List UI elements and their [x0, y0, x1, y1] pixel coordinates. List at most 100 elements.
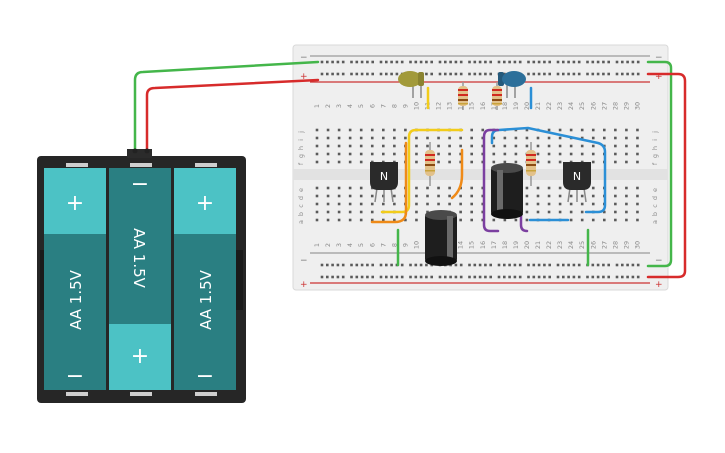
- breadboard-hole[interactable]: [320, 263, 324, 267]
- breadboard-hole[interactable]: [437, 152, 440, 156]
- breadboard-hole[interactable]: [614, 160, 617, 164]
- breadboard-hole[interactable]: [591, 186, 595, 190]
- breadboard-hole[interactable]: [385, 72, 388, 76]
- breadboard-hole[interactable]: [337, 218, 341, 222]
- breadboard-hole[interactable]: [326, 144, 330, 148]
- breadboard-hole[interactable]: [409, 275, 412, 279]
- breadboard-hole[interactable]: [426, 144, 429, 148]
- breadboard-hole[interactable]: [348, 186, 352, 190]
- breadboard-hole[interactable]: [567, 275, 570, 279]
- breadboard-hole[interactable]: [580, 144, 584, 148]
- breadboard-hole[interactable]: [536, 136, 540, 140]
- breadboard-hole[interactable]: [621, 72, 624, 76]
- breadboard-hole[interactable]: [580, 152, 584, 156]
- breadboard-hole[interactable]: [621, 60, 624, 64]
- breadboard-hole[interactable]: [572, 60, 576, 64]
- breadboard-hole[interactable]: [577, 263, 581, 267]
- breadboard-hole[interactable]: [359, 194, 363, 198]
- breadboard-hole[interactable]: [454, 72, 458, 76]
- wire-orange-left[interactable]: [370, 141, 408, 224]
- breadboard-hole[interactable]: [360, 72, 364, 76]
- breadboard-hole[interactable]: [459, 263, 463, 267]
- breadboard-hole[interactable]: [621, 263, 624, 267]
- breadboard-hole[interactable]: [607, 72, 610, 76]
- breadboard-hole[interactable]: [414, 60, 418, 64]
- breadboard-hole[interactable]: [572, 72, 576, 76]
- breadboard-hole[interactable]: [400, 275, 404, 279]
- breadboard-hole[interactable]: [425, 263, 428, 267]
- breadboard-hole[interactable]: [459, 202, 462, 206]
- breadboard-hole[interactable]: [525, 194, 529, 198]
- breadboard-hole[interactable]: [360, 275, 364, 279]
- breadboard-hole[interactable]: [438, 72, 442, 76]
- breadboard-hole[interactable]: [527, 263, 530, 267]
- breadboard-hole[interactable]: [320, 275, 324, 279]
- breadboard-hole[interactable]: [473, 72, 477, 76]
- breadboard-hole[interactable]: [385, 263, 388, 267]
- breadboard-hole[interactable]: [631, 60, 635, 64]
- breadboard-hole[interactable]: [341, 60, 345, 64]
- breadboard-hole[interactable]: [514, 144, 518, 148]
- breadboard-hole[interactable]: [393, 128, 396, 132]
- breadboard-hole[interactable]: [518, 275, 522, 279]
- breadboard-hole[interactable]: [614, 218, 617, 222]
- breadboard-hole[interactable]: [580, 202, 584, 206]
- breadboard-hole[interactable]: [393, 218, 396, 222]
- breadboard-hole[interactable]: [614, 210, 617, 214]
- breadboard-hole[interactable]: [454, 263, 458, 267]
- breadboard-hole[interactable]: [315, 218, 319, 222]
- breadboard-hole[interactable]: [497, 263, 501, 267]
- breadboard-hole[interactable]: [513, 275, 517, 279]
- breadboard-hole[interactable]: [508, 275, 511, 279]
- capacitor-1[interactable]: [425, 210, 457, 266]
- breadboard-hole[interactable]: [636, 202, 639, 206]
- breadboard-hole[interactable]: [371, 275, 374, 279]
- breadboard-hole[interactable]: [543, 60, 546, 64]
- breadboard-hole[interactable]: [415, 202, 418, 206]
- breadboard-hole[interactable]: [320, 60, 324, 64]
- breadboard-hole[interactable]: [580, 194, 584, 198]
- breadboard-hole[interactable]: [596, 60, 600, 64]
- breadboard-hole[interactable]: [404, 136, 407, 140]
- breadboard-hole[interactable]: [572, 275, 576, 279]
- wire-right-red-rail[interactable]: [646, 72, 687, 279]
- breadboard-hole[interactable]: [602, 60, 605, 64]
- breadboard-hole[interactable]: [415, 144, 418, 148]
- breadboard-hole[interactable]: [518, 60, 522, 64]
- breadboard-hole[interactable]: [341, 263, 345, 267]
- resistor-3[interactable]: [425, 142, 435, 186]
- breadboard-hole[interactable]: [448, 202, 451, 206]
- breadboard-hole[interactable]: [470, 210, 473, 214]
- breadboard-hole[interactable]: [326, 136, 330, 140]
- breadboard-hole[interactable]: [492, 160, 496, 164]
- breadboard-hole[interactable]: [437, 186, 440, 190]
- breadboard-hole[interactable]: [525, 186, 529, 190]
- breadboard-hole[interactable]: [591, 144, 595, 148]
- breadboard-hole[interactable]: [454, 275, 458, 279]
- breadboard-hole[interactable]: [567, 60, 570, 64]
- breadboard-hole[interactable]: [370, 202, 374, 206]
- breadboard-hole[interactable]: [454, 60, 458, 64]
- breadboard-hole[interactable]: [425, 60, 428, 64]
- breadboard-hole[interactable]: [569, 202, 573, 206]
- breadboard-hole[interactable]: [355, 275, 359, 279]
- breadboard-hole[interactable]: [492, 152, 496, 156]
- breadboard-hole[interactable]: [615, 60, 619, 64]
- breadboard-hole[interactable]: [503, 218, 507, 222]
- breadboard-hole[interactable]: [370, 218, 374, 222]
- breadboard-hole[interactable]: [470, 202, 473, 206]
- breadboard-hole[interactable]: [580, 136, 584, 140]
- breadboard-hole[interactable]: [437, 194, 440, 198]
- breadboard-hole[interactable]: [404, 218, 407, 222]
- breadboard-hole[interactable]: [543, 263, 546, 267]
- breadboard-hole[interactable]: [382, 144, 385, 148]
- breadboard-hole[interactable]: [514, 152, 518, 156]
- breadboard-hole[interactable]: [558, 210, 562, 214]
- wire-right-green-rail[interactable]: [646, 60, 673, 268]
- breadboard-hole[interactable]: [548, 72, 551, 76]
- breadboard-hole[interactable]: [415, 186, 418, 190]
- breadboard-hole[interactable]: [459, 218, 462, 222]
- breadboard-hole[interactable]: [556, 60, 560, 64]
- breadboard-hole[interactable]: [459, 144, 462, 148]
- breadboard-hole[interactable]: [415, 194, 418, 198]
